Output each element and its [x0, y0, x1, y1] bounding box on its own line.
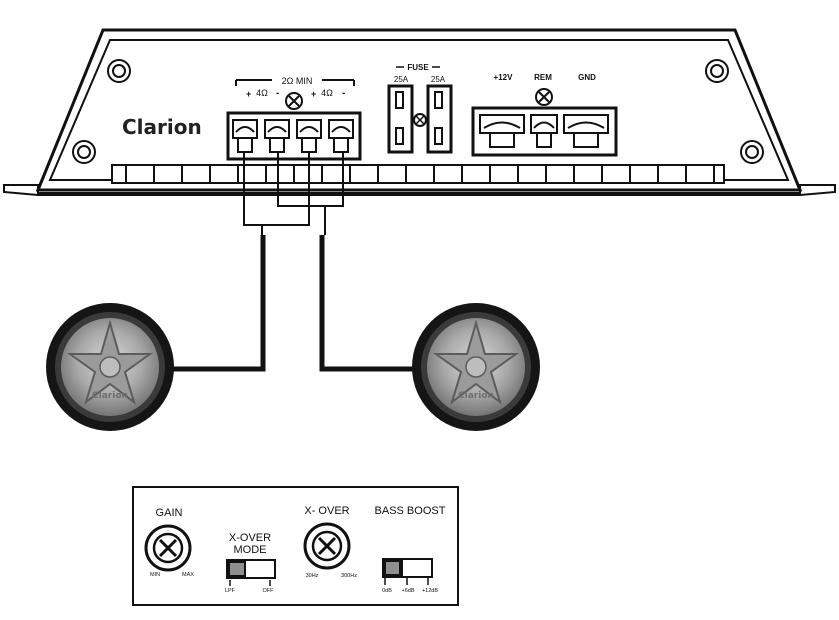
xover-mode-label-line1: X-OVER — [229, 532, 271, 544]
terminal-plus-left: + — [246, 89, 251, 99]
power-gnd-label: GND — [578, 73, 596, 82]
power-12v-label: +12V — [494, 73, 514, 82]
impedance-label: 2Ω MIN — [282, 76, 313, 86]
fuse-1-rating: 25A — [394, 75, 409, 84]
terminal-minus-right: - — [342, 88, 345, 99]
control-panel: GAIN MIN MAX X-OVER MODE LPF OFF X- OVER… — [133, 487, 458, 605]
fuse-2-rating: 25A — [431, 75, 446, 84]
terminal-screw-icon — [286, 93, 302, 109]
gain-max-label: MAX — [182, 572, 194, 578]
mode-off-label: OFF — [263, 588, 275, 594]
fuse-icon — [389, 86, 412, 152]
speaker-right-logo: Clarion — [458, 391, 494, 401]
wire-to-left-speaker — [160, 235, 263, 369]
screw-icon — [73, 141, 95, 163]
speaker-left: Clarion — [46, 303, 174, 431]
amplifier: Clarion 2Ω MIN + 4Ω - + 4Ω - — [4, 30, 835, 195]
amp-heatsink-strip — [112, 165, 724, 183]
amp-body-inner — [50, 40, 788, 180]
xover-mode-label-line2: MODE — [234, 544, 267, 556]
screw-icon — [108, 60, 130, 82]
fuse-icon — [428, 86, 451, 152]
xover-low-label: 30Hz — [306, 573, 319, 579]
power-rem-label: REM — [534, 73, 552, 82]
gain-knob[interactable] — [146, 526, 190, 570]
screw-icon — [741, 141, 763, 163]
power-screw-icon — [536, 89, 552, 105]
xover-frequency-knob[interactable] — [305, 524, 349, 568]
channel-right-label: 4Ω — [321, 88, 333, 98]
mode-lpf-label: LPF — [225, 588, 236, 594]
xover-label: X- OVER — [304, 505, 349, 517]
boost-12db-label: +12dB — [422, 588, 438, 594]
xover-high-label: 300Hz — [341, 573, 357, 579]
gain-min-label: MIN — [150, 572, 160, 578]
terminal-plus-right: + — [311, 89, 316, 99]
channel-left-label: 4Ω — [256, 88, 268, 98]
screw-icon — [706, 60, 728, 82]
bass-boost-label: BASS BOOST — [375, 505, 446, 517]
fuse-screw-icon — [414, 114, 426, 126]
speaker-left-logo: Clarion — [92, 391, 128, 401]
boost-0db-label: 0dB — [382, 588, 392, 594]
boost-6db-label: +6dB — [402, 588, 415, 594]
terminal-minus-left: - — [276, 88, 279, 99]
speaker-right: Clarion — [412, 303, 540, 431]
amp-brand-logo: Clarion — [122, 115, 202, 139]
wire-to-right-speaker — [322, 235, 418, 369]
power-terminal-block — [473, 108, 616, 155]
speaker-terminal-block — [228, 113, 360, 159]
fuse-label: FUSE — [407, 63, 429, 72]
gain-label: GAIN — [156, 507, 183, 519]
